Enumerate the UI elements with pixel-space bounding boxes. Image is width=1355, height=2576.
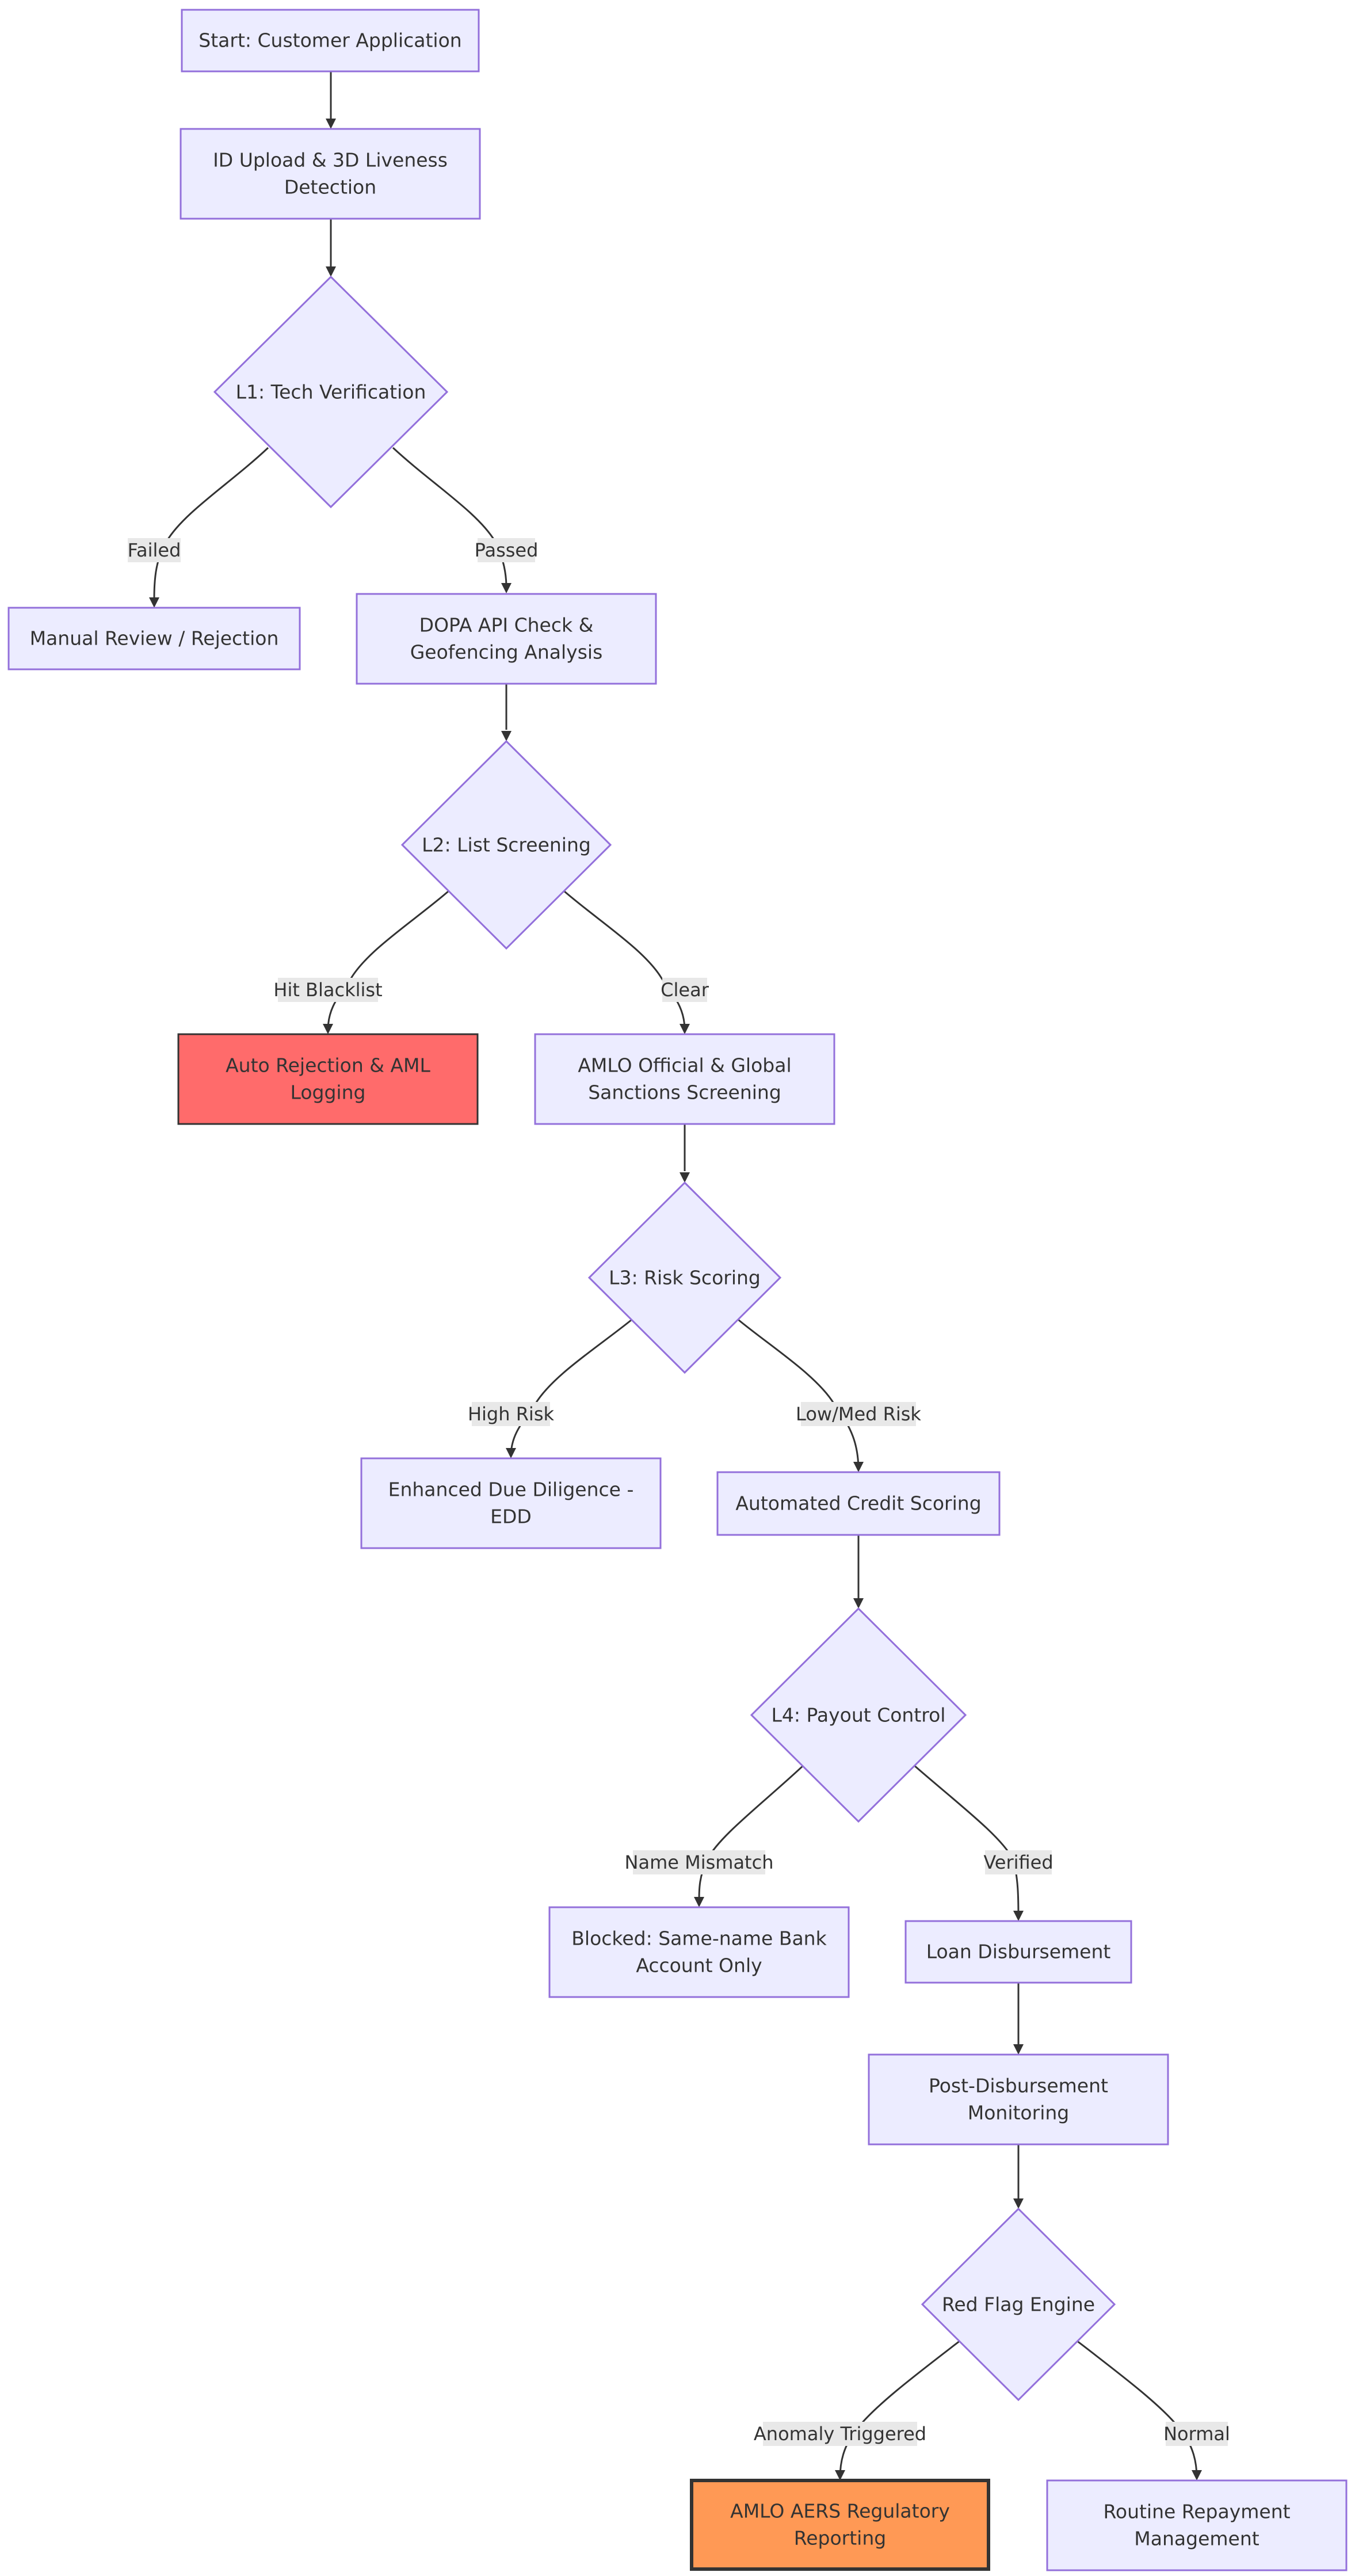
edge-label-normal: Normal [1163, 2423, 1230, 2445]
node-manual-review: Manual Review / Rejection [7, 607, 301, 670]
arrowhead-edd [506, 1448, 516, 1458]
node-auto-reject-line2: Logging [291, 1081, 366, 1104]
arrowhead-l4 [853, 1598, 864, 1609]
node-aers-line2: Reporting [794, 2527, 886, 2550]
node-blocked: Blocked: Same-name Bank Account Only [548, 1906, 850, 1998]
arrowhead-repayment [1192, 2470, 1202, 2480]
node-edd-line1: Enhanced Due Diligence - [388, 1478, 634, 1501]
arrowhead-manual-review [149, 597, 159, 608]
node-monitoring-line2: Monitoring [968, 2102, 1069, 2124]
node-red-flag-decision: Red Flag Engine [921, 2207, 1116, 2402]
node-credit-scoring-label: Automated Credit Scoring [735, 1492, 981, 1515]
arrowhead-red-flag [1013, 2198, 1024, 2209]
edge-label-hit-blacklist: Hit Blacklist [273, 979, 382, 1001]
arrowhead-l2 [501, 731, 512, 741]
node-l1-label: L1: Tech Verification [236, 381, 426, 403]
node-id-upload-line2: Detection [284, 176, 376, 199]
node-auto-reject-line1: Auto Rejection & AML [226, 1054, 430, 1077]
node-disbursement: Loan Disbursement [904, 1920, 1132, 1984]
node-id-upload: ID Upload & 3D Liveness Detection [180, 128, 481, 220]
node-auto-reject: Auto Rejection & AML Logging [177, 1033, 479, 1125]
node-amlo-screening-line2: Sanctions Screening [588, 1081, 781, 1104]
node-l1-decision: L1: Tech Verification [213, 275, 449, 509]
node-repayment: Routine Repayment Management [1046, 2479, 1348, 2571]
edge-labels: Failed Passed Hit Blacklist Clear High R… [128, 538, 1230, 2446]
node-amlo-screening-line1: AMLO Official & Global [578, 1054, 791, 1077]
node-id-upload-line1: ID Upload & 3D Liveness [213, 149, 448, 172]
arrowhead-credit [853, 1462, 864, 1472]
edge-l3-low-med-risk [738, 1319, 860, 1471]
node-start: Start: Customer Application [181, 9, 480, 73]
edge-label-low-med-risk: Low/Med Risk [796, 1403, 921, 1425]
arrowheads [149, 119, 1202, 2480]
edge-l1-failed [153, 447, 269, 599]
arrowhead-disbursement [1013, 1911, 1024, 1921]
node-start-label: Start: Customer Application [199, 29, 461, 52]
arrowhead-l1 [326, 266, 336, 277]
edge-l4-name-mismatch [698, 1763, 806, 1906]
node-l3-label: L3: Risk Scoring [609, 1267, 761, 1289]
arrowhead-blocked [694, 1897, 704, 1907]
node-repayment-line1: Routine Repayment [1103, 2501, 1290, 2523]
edge-label-anomaly-triggered: Anomaly Triggered [754, 2423, 926, 2445]
node-blocked-line1: Blocked: Same-name Bank [571, 1927, 827, 1950]
node-l2-label: L2: List Screening [422, 834, 591, 856]
edge-l3-high-risk [510, 1319, 632, 1457]
arrowhead-l3 [680, 1172, 690, 1183]
edge-l1-passed [392, 447, 507, 588]
edge-label-verified: Verified [983, 1851, 1053, 1873]
node-amlo-screening: AMLO Official & Global Sanctions Screeni… [534, 1033, 835, 1125]
node-repayment-line2: Management [1134, 2528, 1259, 2550]
node-dopa: DOPA API Check & Geofencing Analysis [356, 593, 657, 685]
node-l2-decision: L2: List Screening [400, 740, 612, 950]
node-monitoring: Post-Disbursement Monitoring [868, 2053, 1169, 2146]
arrowhead-dopa [501, 583, 512, 593]
edge-l2-clear [563, 890, 686, 1031]
node-monitoring-line1: Post-Disbursement [929, 2075, 1108, 2097]
arrowhead-id-upload [326, 119, 336, 129]
node-dopa-line1: DOPA API Check & [419, 614, 594, 637]
arrowhead-amlo [680, 1024, 690, 1034]
node-edd-line2: EDD [490, 1506, 532, 1528]
edge-label-name-mismatch: Name Mismatch [625, 1851, 774, 1873]
node-l4-label: L4: Payout Control [772, 1704, 946, 1727]
node-manual-review-label: Manual Review / Rejection [30, 627, 279, 650]
node-red-flag-label: Red Flag Engine [942, 2293, 1095, 2316]
arrowhead-monitoring [1013, 2044, 1024, 2055]
node-credit-scoring: Automated Credit Scoring [716, 1471, 1001, 1536]
node-blocked-line2: Account Only [636, 1954, 762, 1977]
node-aers: AMLO AERS Regulatory Reporting [690, 2479, 990, 2571]
node-l3-decision: L3: Risk Scoring [587, 1181, 782, 1374]
node-edd: Enhanced Due Diligence - EDD [360, 1457, 662, 1549]
node-aers-line1: AMLO AERS Regulatory [730, 2500, 950, 2522]
edge-label-clear: Clear [661, 979, 709, 1001]
edge-red-flag-anomaly [839, 2335, 966, 2479]
edge-red-flag-normal [1071, 2335, 1198, 2479]
node-l4-decision: L4: Payout Control [750, 1607, 967, 1823]
edge-label-passed: Passed [475, 539, 539, 561]
node-disbursement-label: Loan Disbursement [926, 1941, 1111, 1963]
arrowhead-auto-reject [323, 1024, 333, 1034]
edge-label-failed: Failed [128, 539, 181, 561]
edge-l2-hit-blacklist [327, 890, 449, 1031]
edge-label-high-risk: High Risk [468, 1403, 555, 1425]
arrowhead-aers [835, 2470, 845, 2480]
edge-l4-verified [913, 1763, 1020, 1920]
node-dopa-line2: Geofencing Analysis [410, 641, 603, 664]
